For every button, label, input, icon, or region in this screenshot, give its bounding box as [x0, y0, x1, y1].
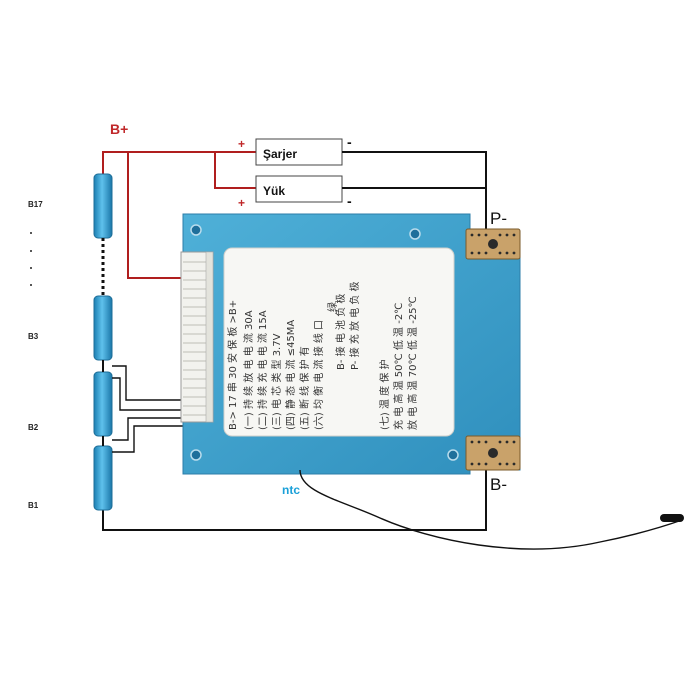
cell-b17: [93, 173, 113, 239]
load-minus-sign: -: [347, 193, 352, 209]
sticker-right-2: P- 接 充 放 电 负 极: [348, 282, 361, 371]
sticker-big-char: 绿: [326, 302, 339, 312]
sticker-right-3: (七) 温 度 保 护: [378, 359, 391, 430]
bms-board: [180, 213, 521, 475]
p-minus-terminal: [465, 228, 521, 260]
ntc-wire: [299, 469, 683, 550]
b-minus-terminal: [465, 435, 521, 471]
negative-wires: [102, 151, 487, 531]
sticker-line-3: (三) 电 芯 类 型 3.7V: [270, 333, 283, 430]
balance-wires: [112, 365, 186, 453]
cell-b1: [93, 445, 113, 511]
charger-box: [255, 138, 343, 166]
cell-label-b1: B1: [28, 501, 39, 510]
cell-b3: [93, 295, 113, 361]
sticker-line-4: (四) 静 态 电 流 ≤45MA: [284, 320, 297, 430]
charger-minus-sign: -: [347, 134, 352, 150]
sticker-header: B-> 17 串 30 安 保 板 >B+: [226, 300, 239, 430]
sticker-right-5: 放 电 高 温 70℃ 低 温 -25℃: [406, 296, 419, 430]
vertical-ellipsis: [30, 232, 32, 286]
sticker-line-5: (五) 断 线 保 护 有: [298, 346, 311, 430]
b-minus-label: B-: [490, 475, 507, 494]
p-minus-label: P-: [490, 209, 507, 228]
cell-label-b3: B3: [28, 332, 39, 341]
sticker-right-1: B- 接 电 池 负 极: [334, 294, 347, 370]
cell-b2: [93, 371, 113, 437]
spec-sticker: [223, 247, 455, 437]
spec-sticker-text: B-> 17 串 30 安 保 板 >B+ (一) 持 续 放 电 电 流 30…: [226, 282, 419, 431]
charger-plus-sign: +: [238, 137, 245, 151]
ntc-probe: [660, 514, 684, 522]
positive-wires: [102, 151, 256, 279]
sticker-line-1: (一) 持 续 放 电 电 流 30A: [242, 310, 255, 430]
sticker-right-4: 充 电 高 温 50℃ 低 温 -2℃: [392, 303, 405, 430]
balance-connector: [180, 251, 214, 423]
load-plus-sign: +: [238, 196, 245, 210]
sticker-line-2: (二) 持 续 充 电 电 流 15A: [256, 310, 269, 430]
cell-label-b2: B2: [28, 423, 39, 432]
sticker-line-6: (六) 均 衡 电 流 接 线 口: [312, 320, 325, 430]
battery-cells: [93, 173, 113, 511]
load-label: Yük: [263, 184, 285, 198]
charger-label: Şarjer: [263, 147, 297, 161]
ntc-label: ntc: [282, 483, 300, 497]
load-box: [255, 175, 343, 203]
cell-label-b17: B17: [28, 200, 43, 209]
b-plus-label: B+: [110, 121, 128, 137]
